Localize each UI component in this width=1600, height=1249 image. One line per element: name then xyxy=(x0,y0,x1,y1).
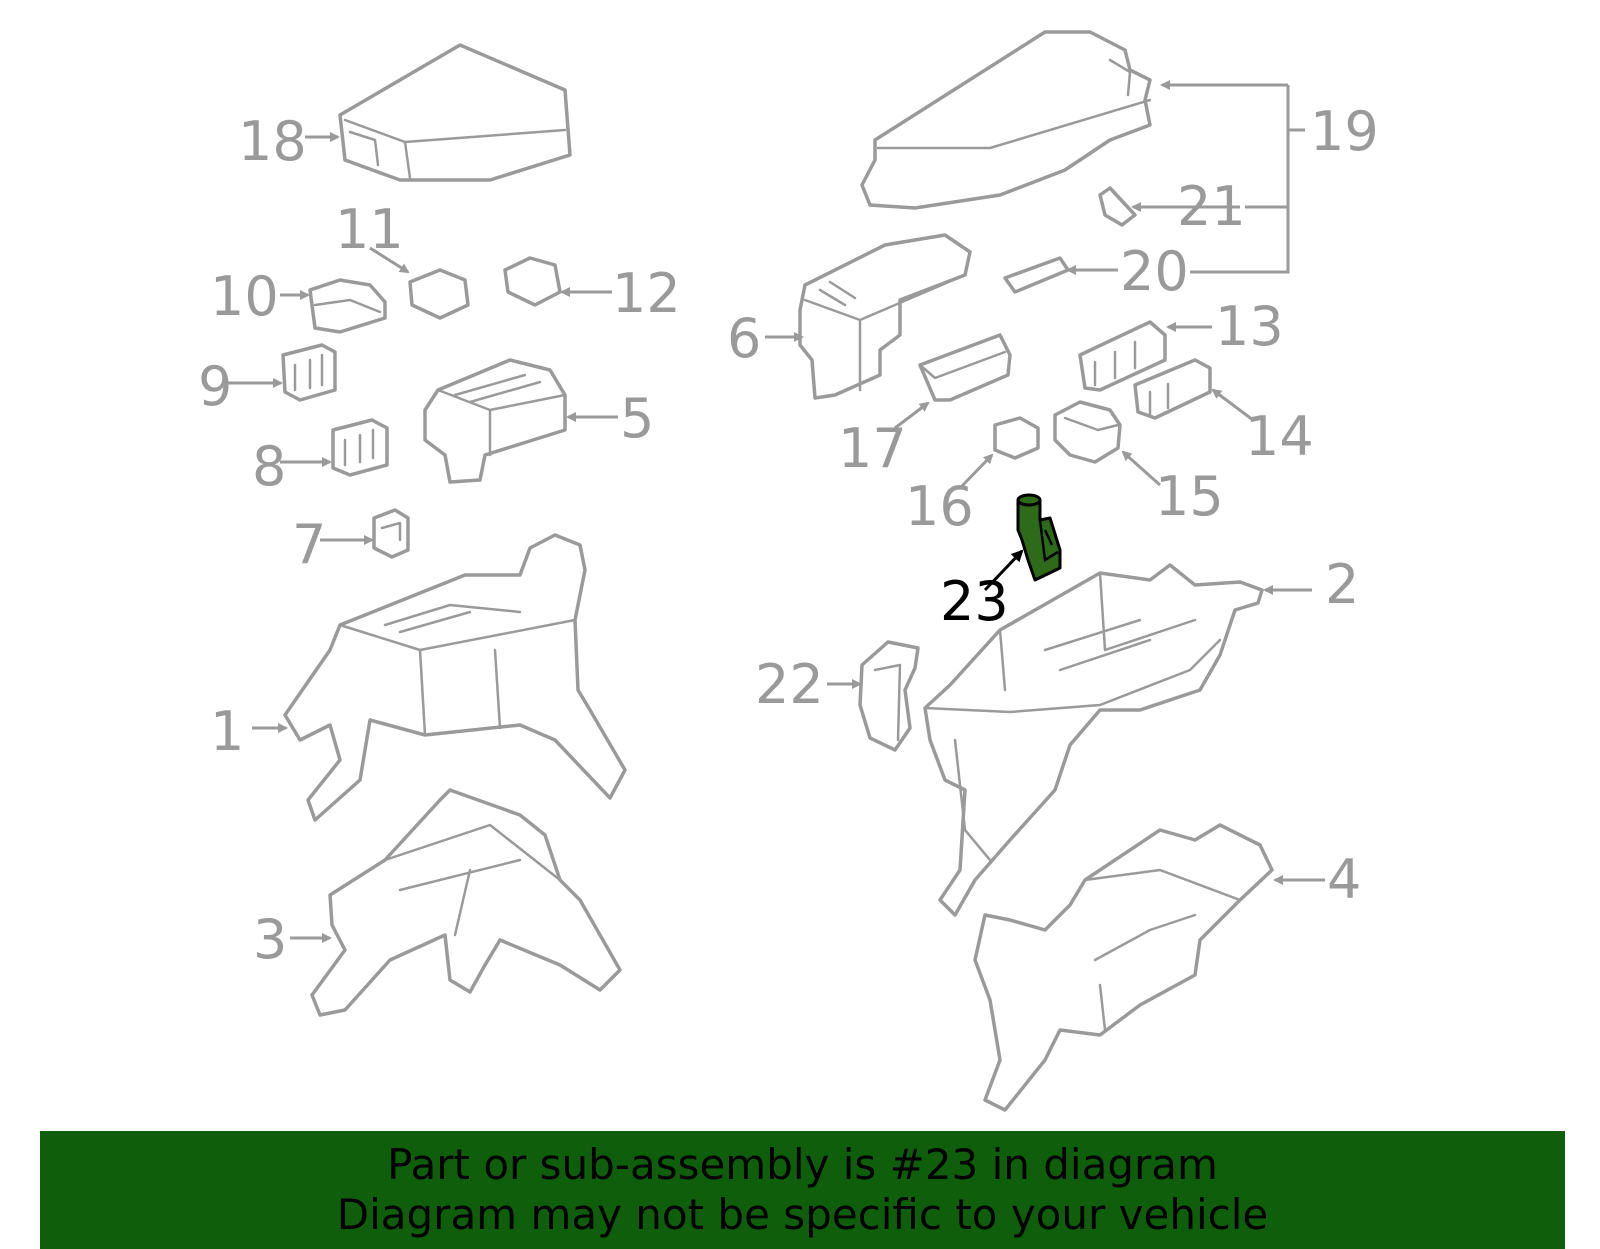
part-23-highlighted[interactable] xyxy=(1016,493,1062,582)
callout-20: 20 xyxy=(1120,240,1189,303)
part-6-fuse-block xyxy=(798,233,972,400)
part-18-cover xyxy=(338,43,572,182)
part-14 xyxy=(1133,358,1212,420)
callout-8: 8 xyxy=(252,435,286,498)
callout-bracket-19 xyxy=(1160,80,1305,274)
leader-lines xyxy=(228,132,1325,943)
banner-line-1: Part or sub-assembly is #23 in diagram xyxy=(387,1140,1218,1189)
callout-23[interactable]: 23 xyxy=(940,570,1009,633)
part-1-lower-block xyxy=(283,533,627,822)
callout-14: 14 xyxy=(1245,405,1314,468)
callout-13: 13 xyxy=(1215,295,1284,358)
part-16 xyxy=(993,416,1040,460)
part-9 xyxy=(281,343,337,402)
callout-3: 3 xyxy=(253,908,287,971)
part-22 xyxy=(858,640,920,752)
part-4-lower-cover xyxy=(973,823,1274,1112)
part-7 xyxy=(372,508,410,559)
part-10 xyxy=(308,278,387,334)
callout-2: 2 xyxy=(1325,553,1359,616)
part-11 xyxy=(408,268,470,320)
part-8 xyxy=(331,418,389,477)
callout-11: 11 xyxy=(335,198,404,261)
callout-16: 16 xyxy=(905,475,974,538)
callout-17: 17 xyxy=(838,417,907,480)
callout-5: 5 xyxy=(620,387,654,450)
part-5-relay-block xyxy=(423,358,567,484)
part-12 xyxy=(503,256,562,307)
part-17 xyxy=(918,333,1012,402)
info-banner: Part or sub-assembly is #23 in diagram D… xyxy=(40,1131,1565,1249)
callout-21: 21 xyxy=(1177,175,1246,238)
banner-line-2: Diagram may not be specific to your vehi… xyxy=(336,1190,1269,1239)
callout-1: 1 xyxy=(210,700,244,763)
callout-7: 7 xyxy=(292,513,326,576)
callout-9: 9 xyxy=(198,355,232,418)
part-21 xyxy=(1098,186,1137,227)
callout-labels: 18 19 21 20 11 10 12 6 13 9 5 17 14 8 15… xyxy=(198,100,1379,971)
part-13 xyxy=(1078,320,1167,392)
part-20 xyxy=(1003,256,1070,294)
part-2-fuse-box xyxy=(923,563,1264,917)
callout-19: 19 xyxy=(1310,100,1379,163)
callout-15: 15 xyxy=(1155,465,1224,528)
part-19-cover xyxy=(860,30,1152,210)
callout-4: 4 xyxy=(1327,848,1361,911)
callout-18: 18 xyxy=(238,110,307,173)
callout-22: 22 xyxy=(755,653,824,716)
part-3-lower-bracket xyxy=(310,788,622,1017)
callout-6: 6 xyxy=(727,307,761,370)
callout-10: 10 xyxy=(210,265,279,328)
part-15 xyxy=(1053,400,1122,464)
callout-12: 12 xyxy=(612,262,681,325)
